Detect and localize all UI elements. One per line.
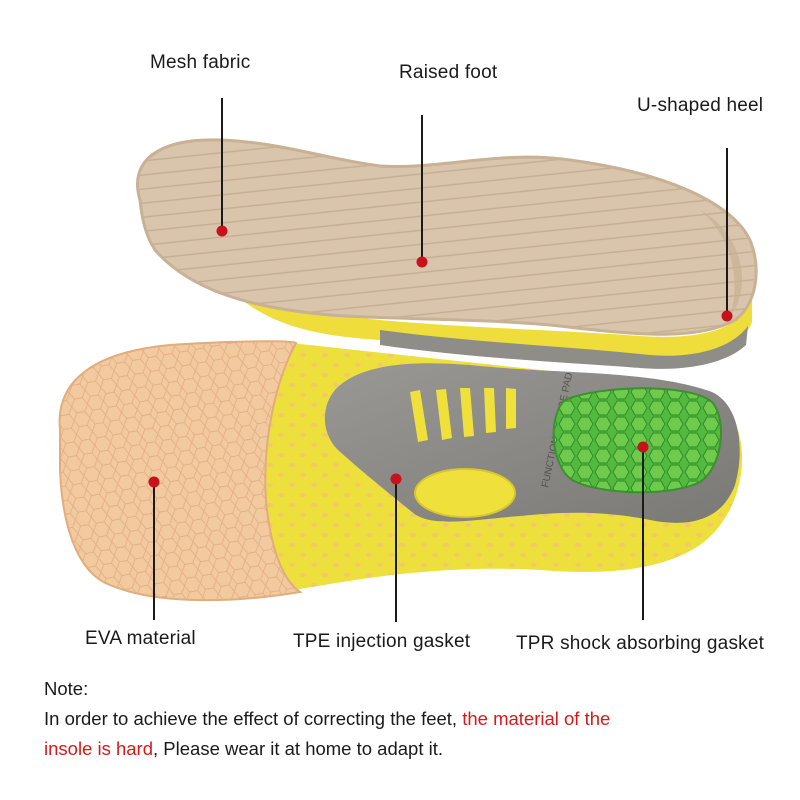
- label-eva-material: EVA material: [85, 628, 196, 649]
- top-insole-rim: [200, 250, 752, 362]
- label-tpe-gasket: TPE injection gasket: [293, 631, 471, 652]
- note-block: Note: In order to achieve the effect of …: [44, 674, 784, 764]
- note-highlight-2: insole is hard: [44, 738, 154, 759]
- tpe-stripes: [410, 388, 516, 442]
- note-line-2: insole is hard, Please wear it at home t…: [44, 734, 784, 764]
- note-heading: Note:: [44, 678, 89, 699]
- uheel-marker: [721, 310, 733, 322]
- note-text-end: , Please wear it at home to adapt it.: [153, 738, 444, 759]
- markers: [148, 225, 733, 488]
- label-raised-foot: Raised foot: [399, 62, 498, 83]
- note-text-start: In order to achieve the effect of correc…: [44, 708, 463, 729]
- label-mesh-fabric: Mesh fabric: [150, 52, 251, 73]
- tpe-oval: [414, 468, 516, 518]
- raised-marker: [416, 256, 428, 268]
- top-insole: [136, 138, 758, 369]
- eva-marker: [148, 476, 160, 488]
- note-line-1: In order to achieve the effect of correc…: [44, 704, 784, 734]
- label-u-shaped-heel: U-shaped heel: [637, 95, 764, 116]
- mesh-marker: [216, 225, 228, 237]
- eva-forefoot: [58, 340, 303, 602]
- note-highlight-1: the material of the: [462, 708, 611, 729]
- tpe-marker: [390, 473, 402, 485]
- mesh-fabric-surface: [136, 138, 758, 336]
- bottom-insole: FUNCTIONAL SHOE PAD: [58, 340, 743, 602]
- tpr-marker: [637, 441, 649, 453]
- tpr-gel-pad: [552, 387, 723, 494]
- label-tpr-gasket: TPR shock absorbing gasket: [516, 633, 765, 654]
- callouts: [153, 98, 728, 622]
